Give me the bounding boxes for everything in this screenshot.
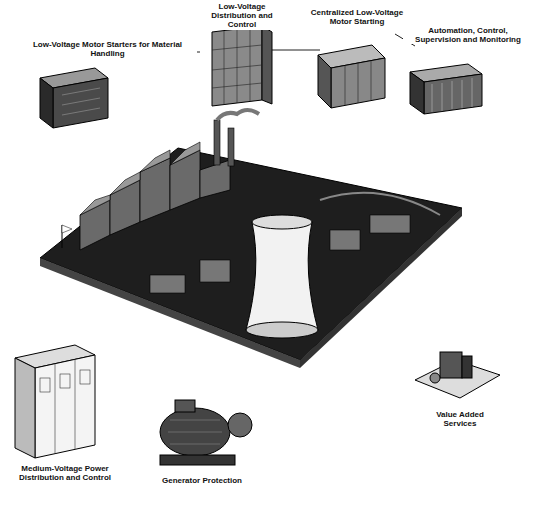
part-label: Centralized Low-Voltage Motor Starting <box>300 8 414 26</box>
part-label: Low-Voltage Motor Starters for Material … <box>18 40 197 58</box>
part-label: Low-Voltage Distribution and Control <box>200 2 284 30</box>
part-label: Value Added Services <box>418 410 502 428</box>
part-label: Generator Protection <box>150 476 254 485</box>
part-label: Medium-Voltage Power Distribution and Co… <box>8 464 122 482</box>
part-label: Automation, Control, Supervision and Mon… <box>403 26 533 44</box>
